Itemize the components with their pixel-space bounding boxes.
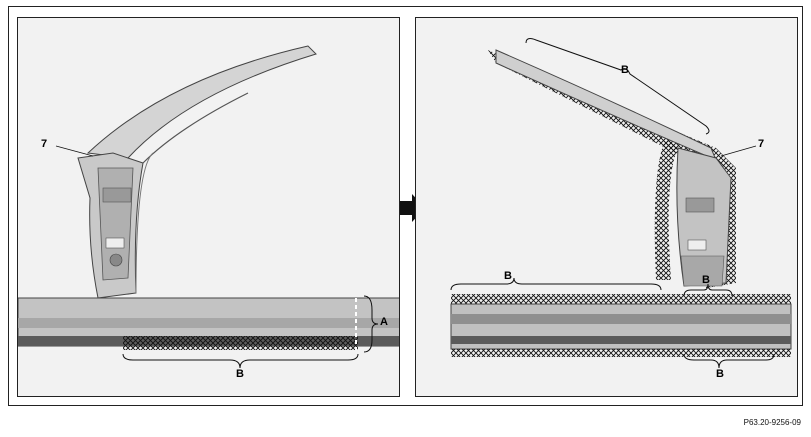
left-panel-drawing xyxy=(18,45,399,369)
label-B-center: B xyxy=(702,274,710,286)
callout-7-left: 7 xyxy=(41,138,48,150)
roof-rail xyxy=(86,45,317,159)
right-panel: 7 B B B B xyxy=(415,17,798,397)
label-A: A xyxy=(380,316,388,328)
hatched-sill-area xyxy=(123,336,358,350)
label-B-bottom: B xyxy=(716,368,724,380)
roof-rail xyxy=(495,49,717,161)
a-pillar xyxy=(676,147,732,287)
figure-frame xyxy=(8,6,803,406)
label-B-left: B xyxy=(504,270,512,282)
figure-code: P63.20-9256-09 xyxy=(743,418,801,427)
label-B-top: B xyxy=(621,64,629,76)
right-arrow-icon xyxy=(400,194,425,222)
hatched-sill-top xyxy=(451,294,791,304)
callout-7-right: 7 xyxy=(758,138,765,150)
hatched-sill-bottom xyxy=(451,349,791,357)
label-B-left-panel: B xyxy=(236,368,244,380)
right-panel-drawing xyxy=(450,38,792,369)
left-panel: 7 A B xyxy=(17,17,400,397)
